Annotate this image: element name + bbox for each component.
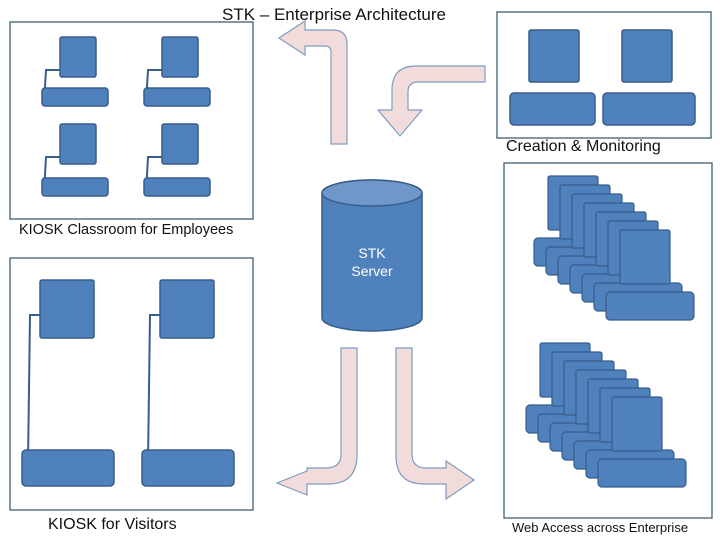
monitor [59,36,97,78]
keyboard [41,87,109,107]
web-frame [503,162,713,519]
arrow-to-visitors [275,347,358,496]
kiosk-visitors-label: KIOSK for Visitors [48,516,177,533]
arrow-from-creation [376,65,486,137]
server-label: STK Server [322,244,422,280]
classroom-computer [143,123,211,197]
arrow-to-classroom [277,19,348,145]
keyboard [597,458,687,488]
cable [27,314,40,463]
stk-server [321,179,423,332]
visitor-kiosk [141,279,235,487]
web-computer [597,396,687,488]
classroom-computer [41,123,109,197]
monitor [611,396,663,452]
keyboard [41,177,109,197]
server-top [321,179,423,207]
creation-frame [496,11,712,139]
keyboard [509,92,596,126]
keyboard [605,291,695,321]
web-access-stack [533,175,695,321]
classroom-computer [41,36,109,107]
monitor [621,29,673,83]
monitor [39,279,95,339]
server-label-line1: STK [358,245,386,261]
monitor [161,123,199,165]
arrow-to-web [395,347,476,501]
keyboard [143,177,211,197]
visitors-frame [9,257,254,511]
creation-monitoring-label: Creation & Monitoring [506,138,661,155]
monitor [619,229,671,285]
keyboard [21,449,115,487]
monitor [161,36,199,78]
monitor [59,123,97,165]
monitor [159,279,215,339]
keyboard [143,87,211,107]
web-access-label: Web Access across Enterprise [512,520,689,535]
kiosk-classroom-label: KIOSK Classroom for Employees [19,222,234,238]
web-computer [605,229,695,321]
keyboard [602,92,696,126]
cable [147,314,160,463]
keyboard [141,449,235,487]
visitor-kiosk [21,279,115,487]
creation-computer [602,29,696,126]
web-access-stack [525,342,687,488]
creation-computer [509,29,596,126]
classroom-frame [9,21,254,220]
monitor [528,29,580,83]
classroom-computer [143,36,211,107]
server-label-line2: Server [351,263,393,279]
diagram-title: STK – Enterprise Architecture [222,5,446,24]
